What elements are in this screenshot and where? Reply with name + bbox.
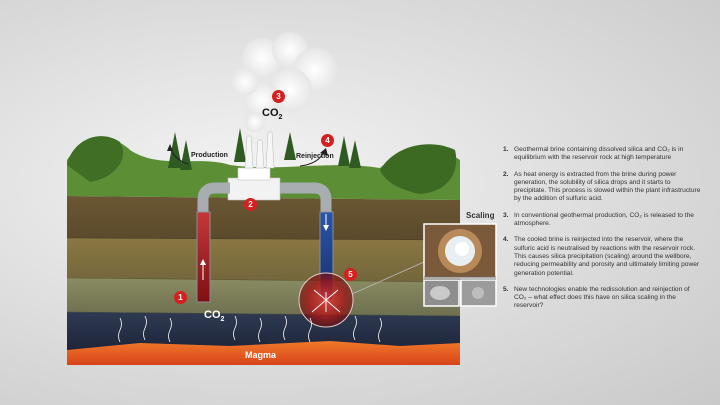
chimney — [265, 131, 275, 169]
explanation-item: 2. As heat energy is extracted from the … — [503, 171, 701, 204]
tree — [234, 128, 246, 162]
item-number: 2. — [503, 170, 509, 178]
tree — [338, 136, 350, 166]
item-text: Geothermal brine containing dissolved si… — [514, 146, 684, 162]
chimney — [244, 135, 254, 169]
co2-emission-label: CO2 — [262, 107, 283, 122]
steam-cloud — [231, 32, 337, 132]
explanation-item: 5. New technologies enable the redissolu… — [503, 286, 701, 311]
step-badge-4: 4 — [321, 134, 334, 147]
explanation-item: 4. The cooled brine is reinjected into t… — [503, 236, 701, 277]
reservoir-rock-layer — [67, 312, 460, 352]
production-well — [196, 182, 230, 303]
sand-layer — [67, 238, 460, 282]
reinjection-label: Reinjection — [296, 153, 334, 160]
power-plant — [227, 131, 281, 201]
right-hill — [380, 144, 457, 194]
production-pipe — [196, 211, 211, 303]
chimney — [255, 139, 265, 169]
item-text: In conventional geothermal production, C… — [514, 211, 694, 228]
item-number: 5. — [503, 285, 509, 293]
item-number: 3. — [503, 211, 509, 219]
heat-arrows — [118, 315, 382, 343]
item-number: 1. — [503, 146, 509, 153]
co2-reservoir-label: CO2 — [204, 309, 225, 324]
step-badge-5: 5 — [344, 268, 357, 281]
scaling-inset — [351, 223, 497, 307]
explanation-list: 1. Geothermal brine containing dissolved… — [503, 146, 701, 319]
explanation-item: 3. In conventional geothermal production… — [503, 212, 701, 229]
step-badge-3: 3 — [272, 90, 285, 103]
clay-layer — [67, 278, 460, 316]
step-badge-1: 1 — [174, 291, 187, 304]
dispersion-arrows — [311, 289, 341, 313]
explanation-item: 1. Geothermal brine containing dissolved… — [503, 146, 701, 163]
item-number: 4. — [503, 236, 509, 244]
step-badge-2: 2 — [244, 198, 257, 211]
magma-label: Magma — [245, 350, 277, 360]
item-text: As heat energy is extracted from the bri… — [514, 170, 701, 203]
item-text: The cooled brine is reinjected into the … — [514, 236, 700, 277]
tree — [349, 140, 361, 168]
topsoil-layer — [67, 196, 460, 240]
down-arrow-icon — [323, 225, 329, 231]
production-label: Production — [191, 152, 228, 159]
left-hill — [67, 136, 124, 182]
scaling-title: Scaling — [466, 211, 495, 220]
magma-layer — [67, 341, 460, 365]
item-text: New technologies enable the redissolutio… — [514, 285, 690, 310]
soil-layers — [66, 196, 461, 365]
up-arrow-icon — [200, 259, 206, 265]
tree — [284, 132, 296, 160]
